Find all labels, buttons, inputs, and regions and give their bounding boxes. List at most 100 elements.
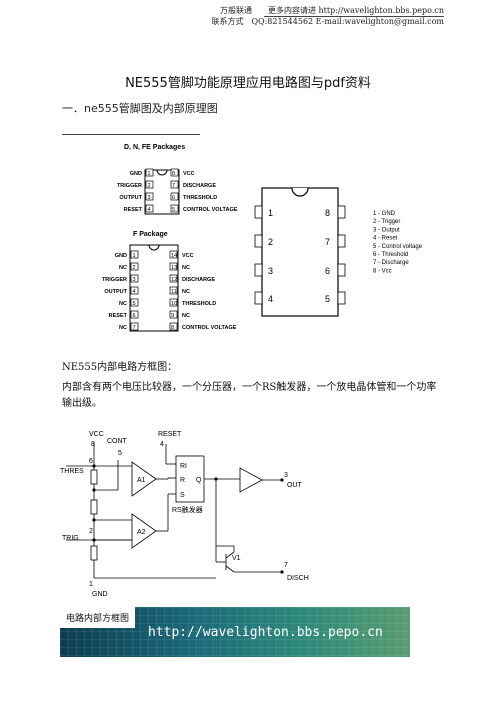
label-q: Q	[196, 477, 202, 484]
dnfe-notch	[156, 169, 168, 176]
f-right-num: 9	[171, 313, 174, 319]
dnfe-left-label: TRIGGER	[117, 183, 142, 189]
dnfe-left-num: 4	[148, 207, 151, 213]
f-right-label: THRESHOLD	[182, 301, 216, 307]
dip-legend-item: 6 - Threshold	[373, 252, 408, 258]
label-pin6: 6	[89, 458, 93, 465]
header-line-1: 万般联通 更多内容请进 http://wavelighton.bbs.pepo.…	[219, 6, 444, 15]
f-pin-box	[169, 310, 178, 319]
dip-left-num: 2	[268, 237, 273, 247]
dip-legend-item: 3 - Output	[373, 227, 400, 233]
dip-legend-item: 1 - GND	[373, 211, 396, 217]
dip-right-num: 8	[325, 208, 330, 218]
label-disch: DISCH	[287, 575, 309, 582]
dip-legend-item: 8 - Vcc	[373, 268, 392, 274]
dip-right-num: 7	[325, 237, 330, 247]
label-gnd: GND	[92, 591, 108, 598]
dnfe-right-label: VCC	[183, 171, 195, 177]
dnfe-left-label: OUTPUT	[119, 195, 142, 201]
dnfe-title: D, N, FE Packages	[124, 144, 185, 151]
f-right-num: 14	[171, 253, 177, 259]
dnfe-pin-box	[145, 192, 154, 201]
dip-left-pin	[254, 234, 263, 248]
f-right-label: DISCHARGE	[182, 277, 215, 283]
f-left-num: 1	[133, 253, 136, 259]
label-thres: THRES	[60, 468, 84, 475]
label-reset: RESET	[158, 431, 182, 438]
f-right-label: VCC	[182, 253, 194, 259]
dnfe-pin-box	[145, 180, 154, 189]
banner-label: 电路内部方框图	[60, 607, 136, 628]
f-left-num: 3	[133, 277, 136, 283]
comparator-a2	[131, 513, 157, 549]
dnfe-left-num: 2	[148, 183, 151, 189]
header-line-2: 联系方式 QQ:821544562 E-mail:wavelighton@gma…	[211, 17, 445, 26]
f-pin-box	[130, 310, 139, 319]
dnfe-left-num: 1	[148, 171, 151, 177]
dip-legend-item: 7 - Discharge	[373, 260, 409, 266]
label-pin2: 2	[89, 528, 93, 535]
dip-right-pin	[337, 291, 346, 305]
section-heading: 一．ne555管脚图及内部原理图	[62, 102, 218, 115]
dnfe-pin-box	[145, 168, 154, 177]
f-notch	[148, 244, 160, 251]
block-diagram-desc: 内部含有两个电压比较器，一个分压器，一个RS触发器，一个放电晶体管和一个功率输出…	[62, 382, 437, 409]
dip-notch	[291, 187, 309, 197]
dnfe-pin-box	[170, 192, 179, 201]
label-vcc: VCC	[89, 431, 104, 438]
dnfe-pin-box	[145, 204, 154, 213]
f-left-label: TRIGGER	[102, 277, 127, 283]
f-pin-box	[169, 322, 178, 331]
f-left-label: NC	[119, 265, 127, 271]
dip-left-pin	[254, 263, 263, 277]
f-left-num: 5	[133, 301, 136, 307]
dnfe-pin-box	[170, 168, 179, 177]
banner-url[interactable]: http://wavelighton.bbs.pepo.cn	[148, 625, 383, 640]
dnfe-right-label: THRESHOLD	[183, 195, 217, 201]
dnfe-right-num: 7	[172, 183, 175, 189]
f-right-num: 13	[171, 265, 177, 271]
dnfe-right-num: 6	[172, 195, 175, 201]
f-left-label: OUTPUT	[104, 289, 127, 295]
resistor-3	[90, 545, 98, 561]
f-pin-box	[169, 286, 178, 295]
dip-right-num: 6	[325, 266, 330, 276]
label-out: OUT	[287, 482, 303, 489]
label-pin5: 5	[118, 450, 122, 457]
f-right-num: 11	[171, 289, 177, 295]
resistor-1	[90, 469, 98, 485]
header-divider	[264, 16, 444, 17]
f-right-label: NC	[182, 289, 190, 295]
label-pin3: 3	[284, 472, 288, 479]
dip-right-pin	[337, 205, 346, 219]
dnfe-right-label: CONTROL VOLTAGE	[183, 207, 238, 213]
label-pin8: 8	[91, 441, 95, 448]
f-pin-box	[130, 286, 139, 295]
f-right-label: CONTROL VOLTAGE	[182, 325, 237, 331]
footer-banner: 电路内部方框图 http://wavelighton.bbs.pepo.cn	[60, 607, 410, 657]
label-pin4: 4	[160, 441, 164, 448]
f-pin-box	[130, 250, 139, 259]
dip-legend-item: 4 - Reset	[373, 236, 398, 242]
label-rs: RS触发器	[172, 505, 203, 514]
dip-right-num: 5	[325, 294, 330, 304]
dip-left-pin	[254, 205, 263, 219]
f-pin-box	[130, 262, 139, 271]
label-a1: A1	[137, 477, 146, 484]
dip-legend-item: 2 - Trigger	[373, 219, 400, 225]
label-ri: RI	[180, 463, 187, 470]
label-trig: TRIG	[62, 535, 79, 542]
section-rule	[62, 134, 200, 135]
rs-flipflop	[175, 455, 205, 503]
f-right-num: 12	[171, 277, 177, 283]
label-cont: CONT	[107, 438, 128, 445]
label-s: S	[180, 492, 185, 499]
label-r: R	[180, 477, 185, 484]
comparator-a1	[131, 461, 157, 497]
f-right-label: NC	[182, 313, 190, 319]
f-pin-box	[130, 298, 139, 307]
f-pin-box	[169, 250, 178, 259]
